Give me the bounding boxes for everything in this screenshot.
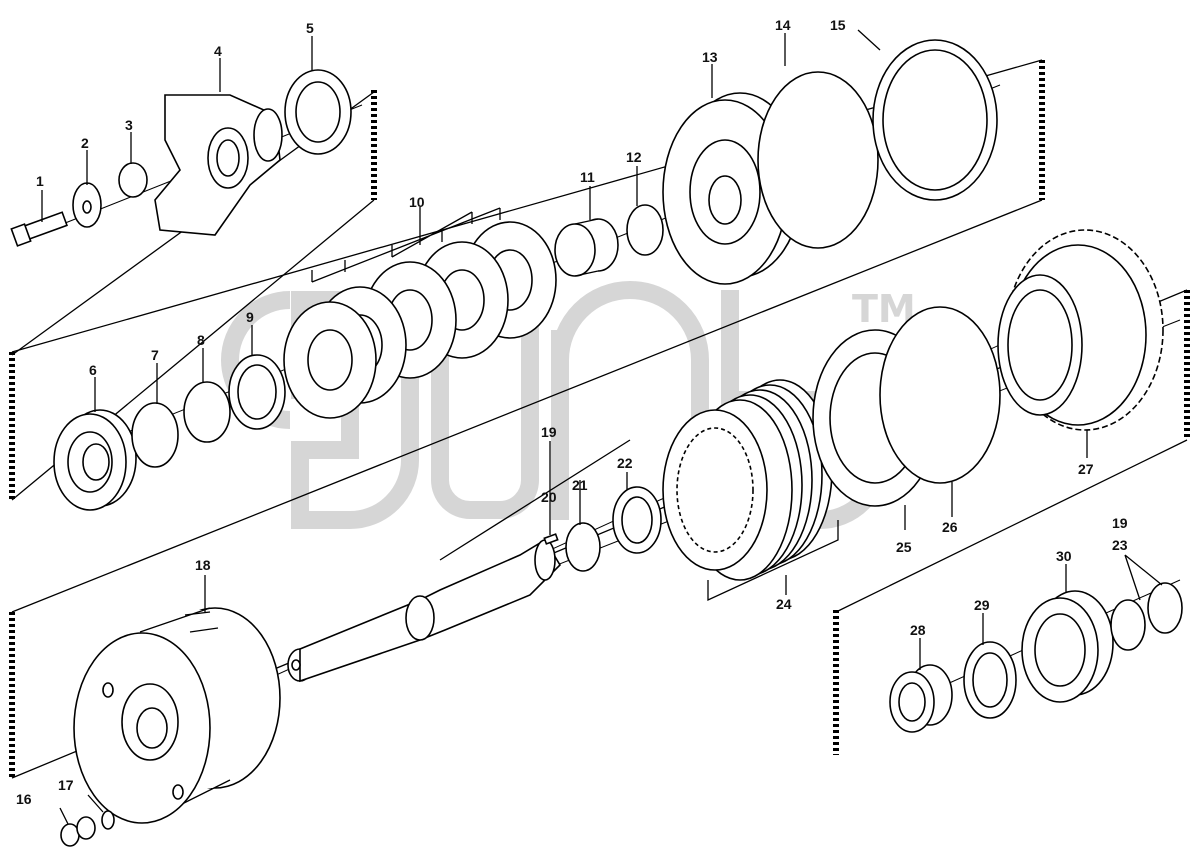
part-21-o-ring (565, 522, 601, 572)
label-29: 29 (974, 597, 990, 613)
label-13: 13 (702, 49, 718, 65)
label-1: 1 (36, 173, 44, 189)
label-6: 6 (89, 362, 97, 378)
part-11-bushing (554, 218, 619, 277)
label-7: 7 (151, 347, 159, 363)
part-14-seal-ring (757, 71, 879, 249)
label-2: 2 (81, 135, 89, 151)
label-5: 5 (306, 20, 314, 36)
shaft (287, 538, 562, 683)
part-2-washer (72, 182, 102, 228)
label-30: 30 (1056, 548, 1072, 564)
label-11: 11 (580, 169, 595, 185)
label-19b: 19 (1112, 515, 1128, 531)
part-3-o-ring (118, 162, 148, 198)
label-19a: 19 (541, 424, 557, 440)
label-22: 22 (617, 455, 633, 471)
part-29-cup (963, 641, 1017, 719)
part-1-bolt (10, 211, 68, 247)
part-8-ring (183, 381, 231, 443)
part-15-ring (872, 39, 998, 201)
part-16-plug (60, 816, 96, 847)
label-26: 26 (942, 519, 958, 535)
label-8: 8 (197, 332, 205, 348)
part-labels: 1 2 3 4 5 6 7 8 9 10 11 12 13 14 15 16 1… (16, 17, 1128, 807)
label-21: 21 (572, 477, 588, 493)
part-27-gear (997, 229, 1164, 431)
label-15: 15 (830, 17, 846, 33)
part-30-bearing (1021, 590, 1114, 703)
part-20-pin (543, 533, 559, 545)
label-23: 23 (1112, 537, 1128, 553)
part-28-bearing-cone (889, 664, 953, 733)
label-28: 28 (910, 622, 926, 638)
part-22-ring (612, 486, 662, 554)
part-26-snap-ring (879, 306, 1001, 484)
label-17: 17 (58, 777, 74, 793)
part-6-bearing (53, 409, 137, 511)
label-12: 12 (626, 149, 642, 165)
part-7-snap-ring (131, 402, 179, 468)
part-10-plates (283, 207, 557, 419)
label-14: 14 (775, 17, 791, 33)
part-5-seal (284, 69, 352, 155)
label-20: 20 (541, 489, 557, 505)
part-24-clutch-pack (662, 379, 833, 581)
label-18: 18 (195, 557, 211, 573)
label-27: 27 (1078, 461, 1094, 477)
label-10: 10 (409, 194, 425, 210)
label-24: 24 (776, 596, 792, 612)
leader-lines (41, 29, 1163, 825)
label-3: 3 (125, 117, 133, 133)
label-16: 16 (16, 791, 32, 807)
label-9: 9 (246, 309, 254, 325)
part-17-o-ring (101, 810, 115, 830)
part-4-yoke (154, 94, 283, 236)
label-4: 4 (214, 43, 222, 59)
part-12-o-ring (626, 204, 664, 256)
label-25: 25 (896, 539, 912, 555)
part-23-rings (1110, 582, 1183, 651)
part-9-ring (228, 354, 286, 430)
part-18-drum (73, 607, 281, 824)
